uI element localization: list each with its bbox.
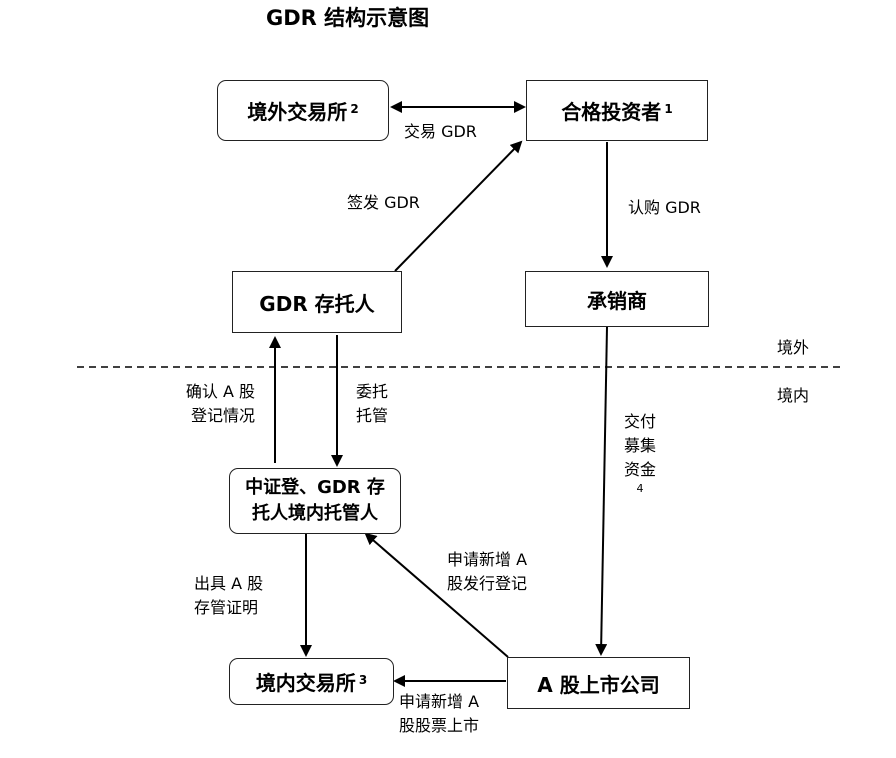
label-deliver-funds: 交付 募集 资金 4 [620, 410, 660, 496]
label-confirm-line2: 登记情况 [190, 406, 255, 425]
note-2: 2 [350, 101, 359, 116]
label-cert-line2: 存管证明 [194, 598, 259, 617]
node-a-share-company-label: A 股上市公司 [537, 672, 660, 697]
note-3: 3 [358, 672, 368, 687]
label-apply-registration: 申请新增 A 股发行登记 [447, 548, 527, 596]
label-apply-list-line1: 申请新增 A [399, 692, 480, 711]
label-deliver-line1: 交付 [623, 412, 656, 431]
node-gdr-depositary: GDR 存托人 [232, 271, 402, 333]
label-apply-list-line2: 股股票上市 [399, 716, 480, 735]
node-underwriter-label: 承销商 [587, 288, 647, 313]
note-4: 4 [636, 482, 644, 495]
diagram-title: GDR 结构示意图 [266, 6, 430, 30]
label-entrust: 委托 托管 [356, 380, 388, 428]
node-csdc-custodian-line2: 托人境内托管人 [252, 503, 378, 524]
label-confirm: 确认 A 股 登记情况 [165, 380, 255, 428]
label-confirm-line1: 确认 A 股 [185, 382, 255, 401]
label-trade-gdr: 交易 GDR [404, 122, 477, 141]
node-underwriter: 承销商 [525, 271, 709, 327]
node-gdr-depositary-label: GDR 存托人 [259, 291, 375, 316]
edge-deliver-funds [595, 326, 608, 656]
label-deliver-line2: 募集 [623, 436, 656, 455]
node-overseas-exchange-label: 境外交易所 [247, 100, 348, 124]
label-entrust-line1: 委托 [356, 382, 389, 401]
node-csdc-custodian-line1: 中证登、GDR 存 [245, 477, 385, 498]
node-qualified-investor-label: 合格投资者 [561, 100, 662, 124]
label-issue-gdr: 签发 GDR [347, 193, 420, 212]
note-1: 1 [664, 101, 673, 116]
label-cert-line1: 出具 A 股 [194, 574, 264, 593]
label-entrust-line2: 托管 [356, 406, 389, 425]
label-apply-reg-line1: 申请新增 A [447, 550, 528, 569]
node-a-share-company: A 股上市公司 [507, 657, 690, 709]
edge-apply-registration [364, 532, 509, 658]
label-subscribe-gdr: 认购 GDR [628, 198, 701, 217]
zone-overseas-label: 境外 [777, 338, 810, 357]
label-apply-reg-line2: 股发行登记 [447, 574, 528, 593]
label-certificate: 出具 A 股 存管证明 [194, 572, 263, 620]
label-deliver-line3: 资金 [623, 460, 656, 479]
zone-domestic-label: 境内 [777, 386, 810, 405]
label-apply-listing: 申请新增 A 股股票上市 [399, 690, 479, 738]
edge-issue-gdr [394, 140, 523, 272]
node-csdc-custodian: 中证登、GDR 存 托人境内托管人 [229, 468, 401, 534]
node-domestic-exchange-label: 境内交易所 [255, 671, 356, 695]
